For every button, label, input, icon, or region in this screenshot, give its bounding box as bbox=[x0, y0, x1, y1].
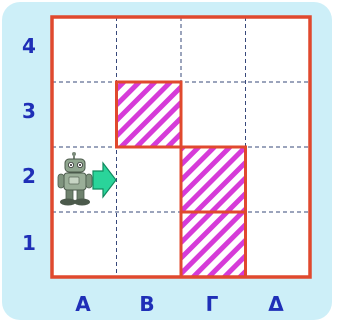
blocked-cell-b3 bbox=[117, 82, 182, 147]
blocked-cell-g2 bbox=[181, 147, 246, 212]
blocked-cell-g1 bbox=[181, 212, 246, 277]
